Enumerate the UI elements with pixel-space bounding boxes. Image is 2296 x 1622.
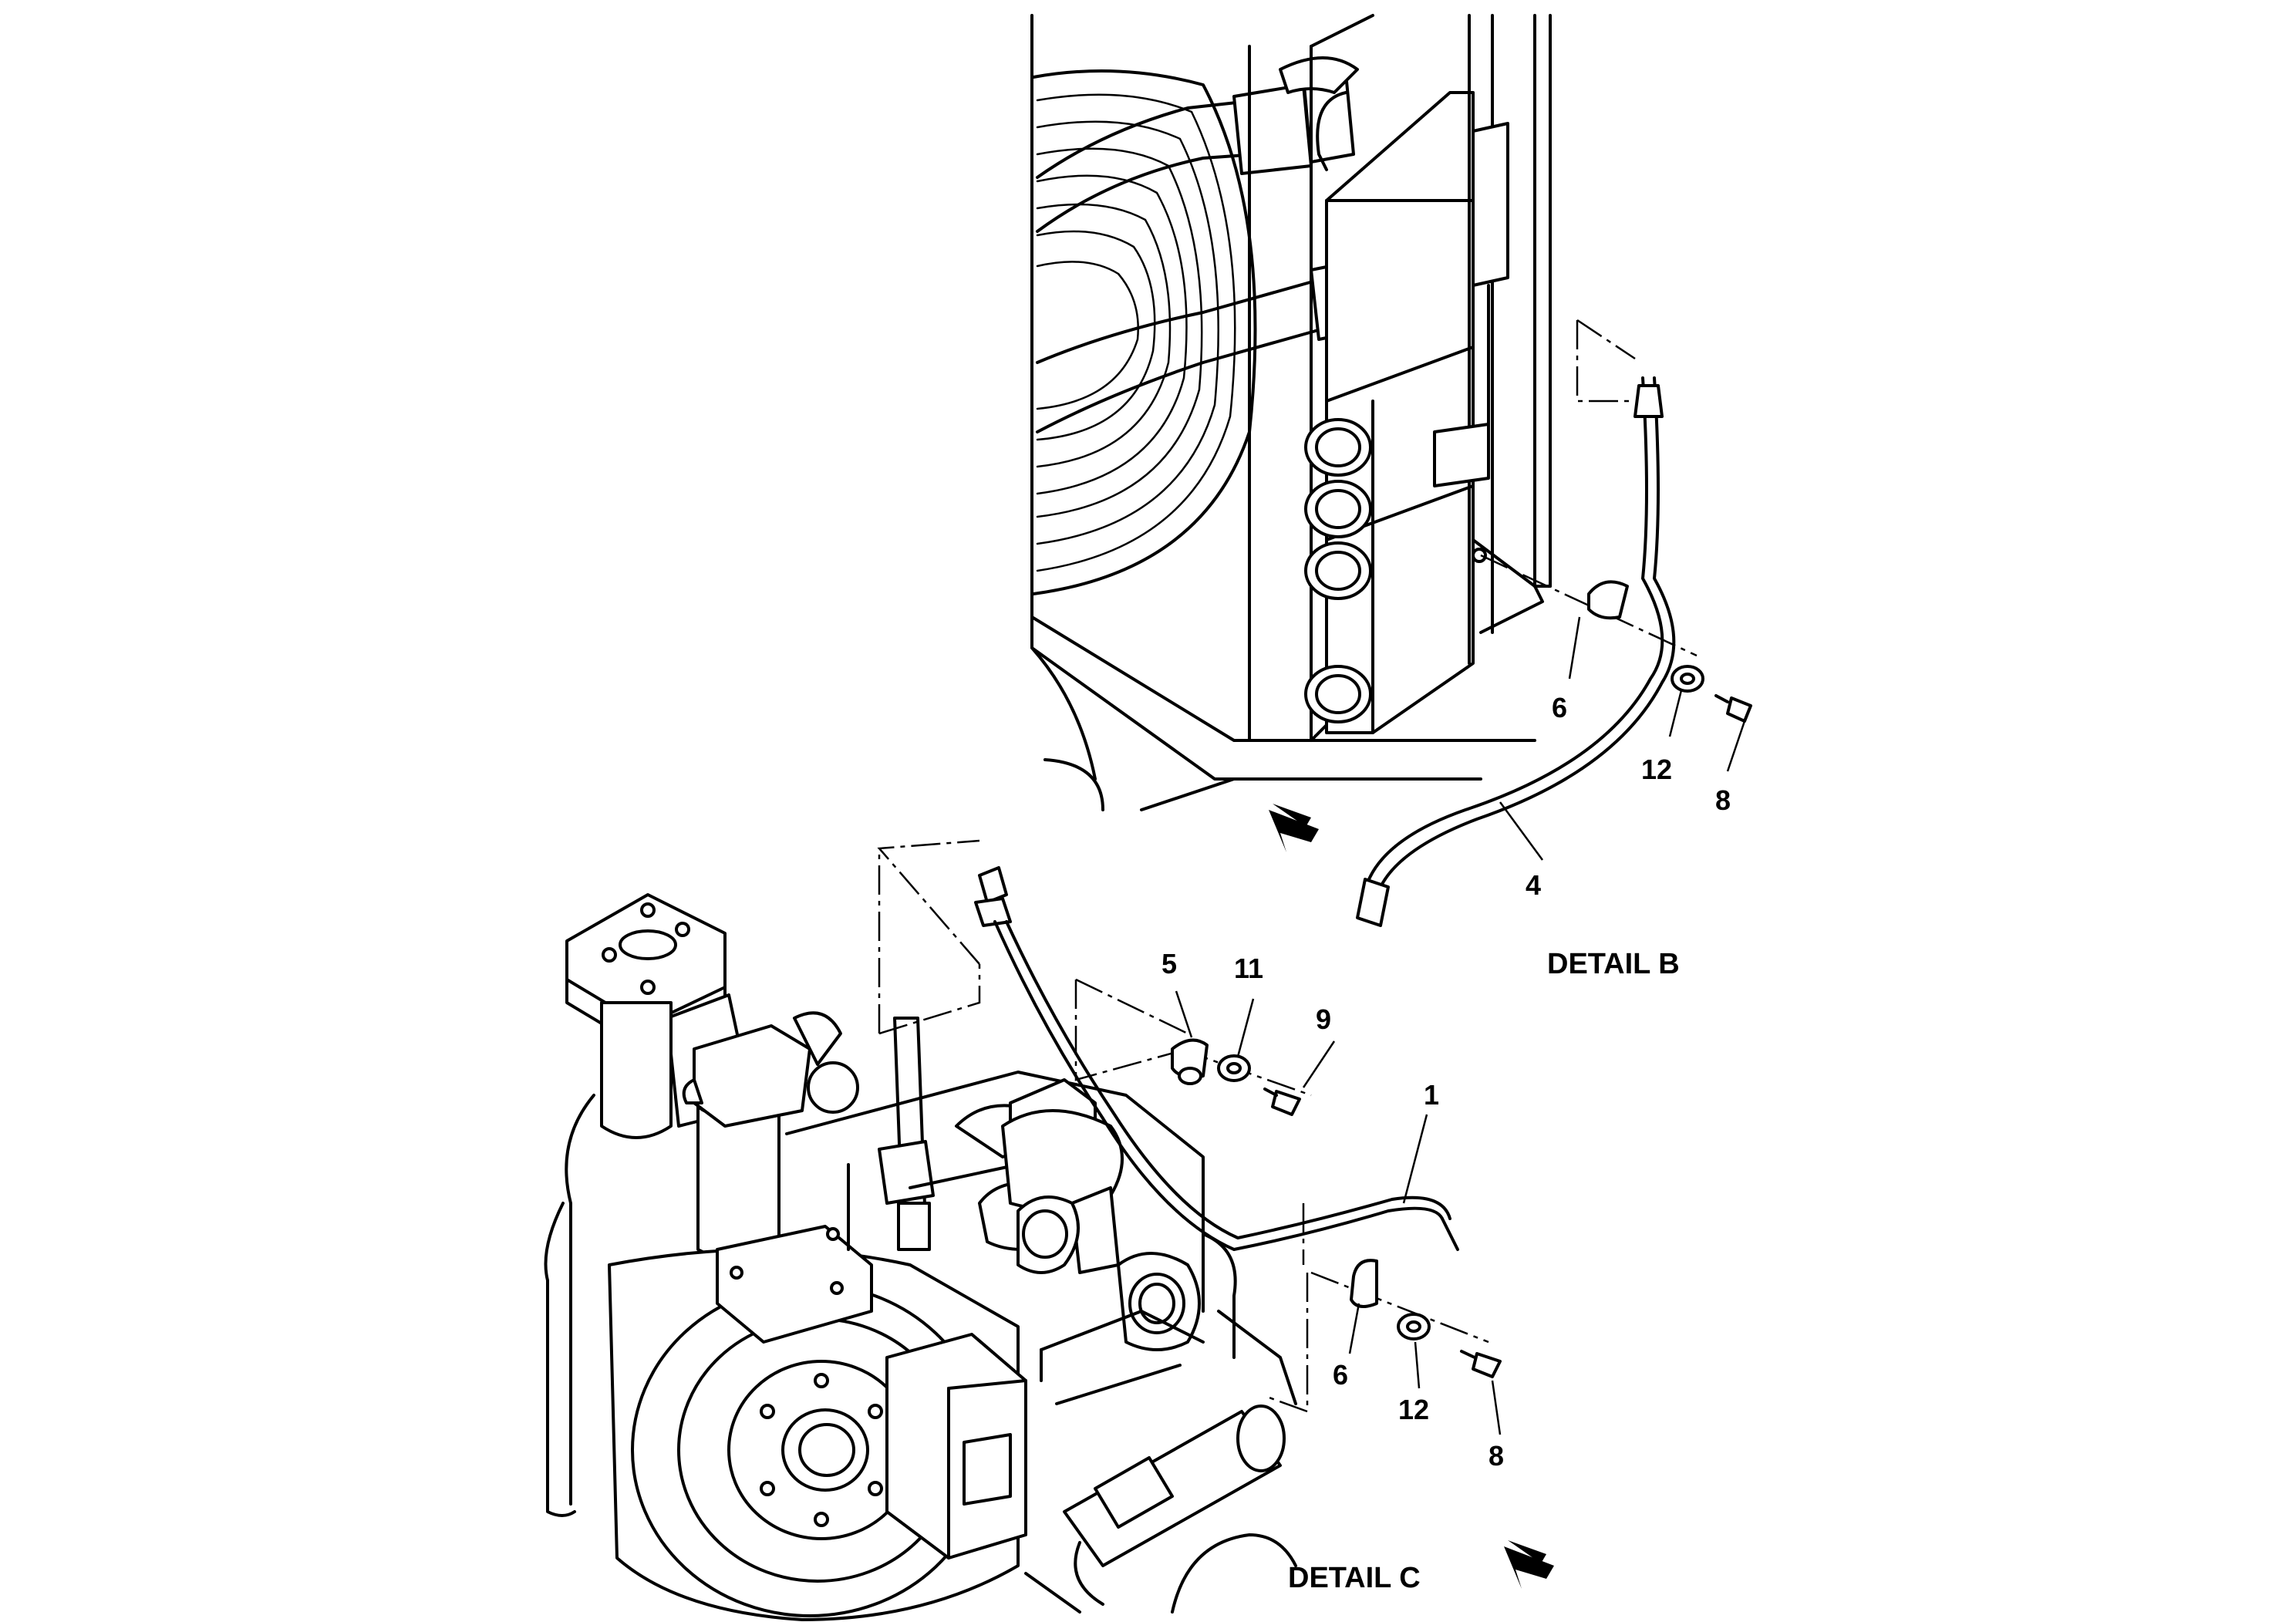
detail-b-drawing: [1030, 14, 1552, 811]
callout-c-1: 1: [1424, 1079, 1439, 1111]
detail-c-hose-assembly: [974, 866, 1554, 1589]
view-direction-arrow-icon: [1504, 1540, 1554, 1589]
callout-b-8: 8: [1715, 784, 1731, 816]
oil-cooler-block: [1304, 91, 1475, 734]
callout-c-11: 11: [1234, 953, 1263, 984]
callout-c-12: 12: [1398, 1394, 1429, 1425]
detail-b-hose-assembly: [1269, 319, 1752, 927]
callout-c-5: 5: [1161, 948, 1177, 980]
fan: [1032, 69, 1257, 595]
callout-c-9: 9: [1316, 1003, 1331, 1035]
detail-b-label: DETAIL B: [1547, 948, 1680, 980]
callout-b-6: 6: [1552, 692, 1567, 723]
detail-c-label: DETAIL C: [1288, 1562, 1421, 1594]
radiator-hoses: [1036, 56, 1359, 433]
callout-b-4: 4: [1526, 869, 1541, 901]
callout-b-12: 12: [1641, 754, 1672, 785]
callout-c-8: 8: [1489, 1440, 1504, 1472]
callout-c-6: 6: [1333, 1359, 1348, 1391]
view-direction-arrow-icon: [1269, 804, 1319, 852]
detail-c-drawing: [544, 839, 1297, 1621]
